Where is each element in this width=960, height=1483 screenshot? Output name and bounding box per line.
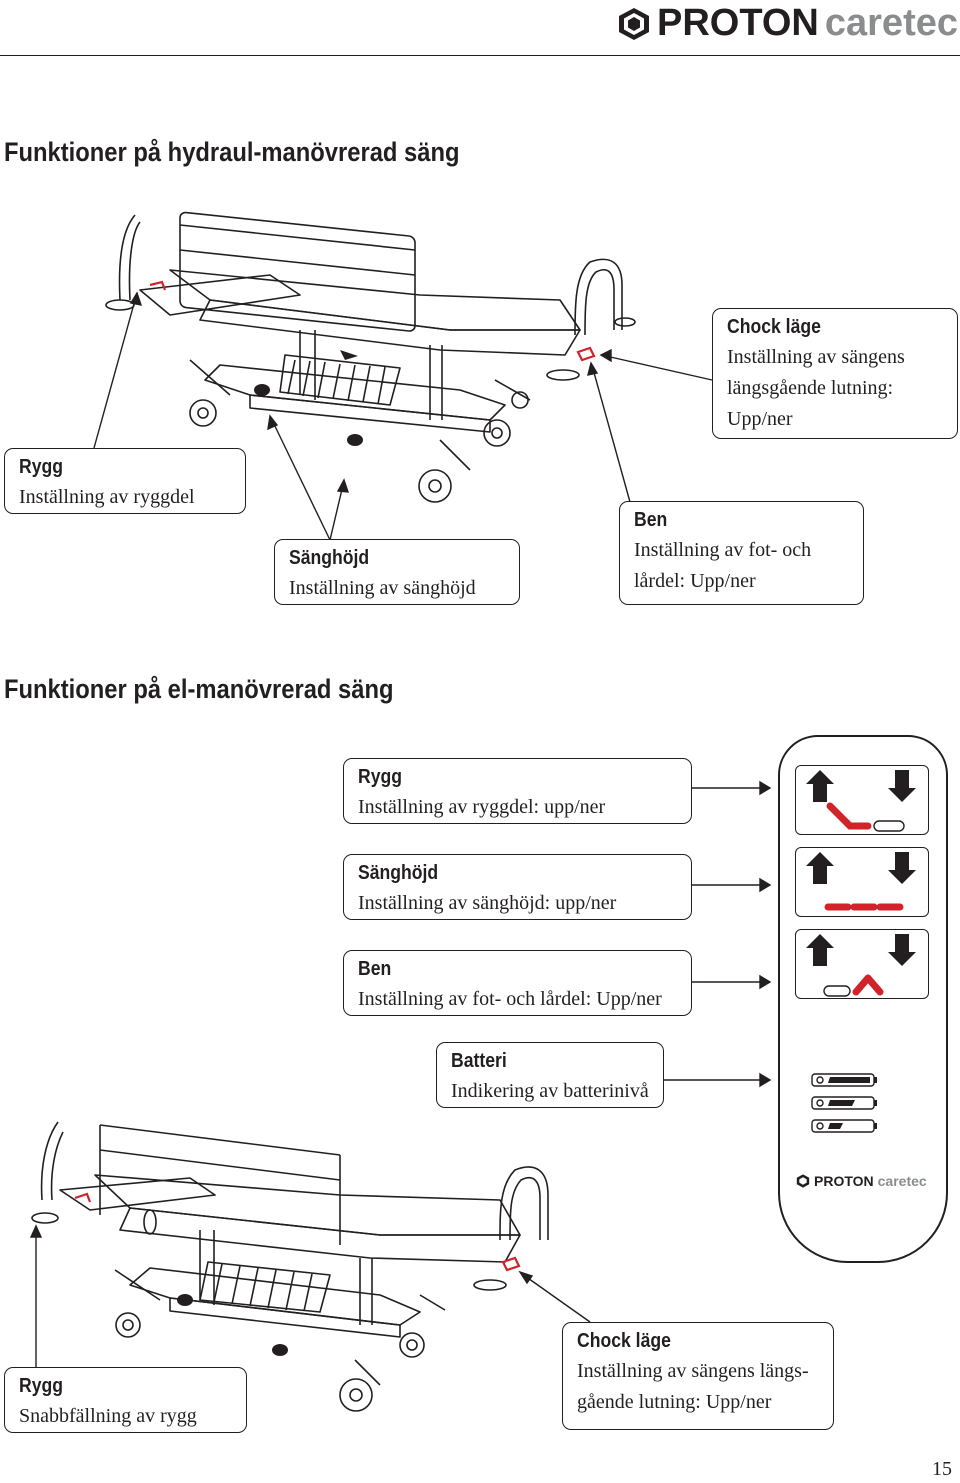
label-title: Ben xyxy=(634,509,668,531)
legrest-button[interactable] xyxy=(795,929,929,999)
label-title: Rygg xyxy=(19,456,63,478)
label-el-ben: Ben Inställning av fot- och lårdel: Upp/… xyxy=(343,950,692,1016)
label-el-sanghojd: Sänghöjd Inställning av sänghöjd: upp/ne… xyxy=(343,854,692,920)
label-line: Upp/ner xyxy=(727,408,793,430)
label-title: Sänghöjd xyxy=(289,547,370,569)
legrest-updown-icon xyxy=(806,934,916,997)
height-updown-icon xyxy=(806,852,916,911)
label-title: Ben xyxy=(358,958,392,980)
label-title: Chock läge xyxy=(577,1330,671,1352)
label-sanghojd: Sänghöjd Inställning av sänghöjd xyxy=(274,539,520,605)
proton-hexagon-icon xyxy=(796,1174,810,1188)
label-line: Inställning av fot- och xyxy=(634,539,812,561)
label-title: Batteri xyxy=(451,1050,507,1072)
hydraulic-bed-drawing xyxy=(105,211,636,503)
hand-control: PROTON caretec xyxy=(778,735,948,1263)
label-title: Sänghöjd xyxy=(358,862,439,884)
label-line: Inställning av fot- och lårdel: Upp/ner xyxy=(358,988,662,1010)
backrest-button[interactable] xyxy=(795,765,929,835)
label-snabbfallning: Rygg Snabbfällning av rygg xyxy=(4,1367,247,1433)
label-line: Inställning av ryggdel xyxy=(19,486,195,508)
label-line: Inställning av sängens xyxy=(727,346,905,368)
label-line: Snabbfällning av rygg xyxy=(19,1405,197,1427)
label-rygg: Rygg Inställning av ryggdel xyxy=(4,448,246,514)
page-number: 15 xyxy=(932,1458,952,1480)
label-el-rygg: Rygg Inställning av ryggdel: upp/ner xyxy=(343,758,692,824)
label-line: Indikering av batterinivå xyxy=(451,1080,649,1102)
label-line: Inställning av sänghöjd: upp/ner xyxy=(358,892,617,914)
remote-brand: PROTON xyxy=(814,1173,874,1189)
brand-logo: PROTON caretec xyxy=(617,2,958,45)
height-button[interactable] xyxy=(795,847,929,917)
label-title: Rygg xyxy=(358,766,402,788)
label-title: Chock läge xyxy=(727,316,821,338)
remote-brand-suffix: caretec xyxy=(877,1173,927,1189)
label-el-batteri: Batteri Indikering av batterinivå xyxy=(436,1042,664,1108)
proton-hexagon-icon xyxy=(619,7,649,40)
label-line: längsgående lutning: xyxy=(727,377,894,399)
section-title-hydraulic: Funktioner på hydraul-manövrerad säng xyxy=(4,137,460,167)
brand-name: PROTON xyxy=(657,2,819,44)
label-line: Inställning av sängens längs- xyxy=(577,1360,809,1382)
battery-indicator-icon xyxy=(811,1073,877,1133)
label-line: Inställning av ryggdel: upp/ner xyxy=(358,796,606,818)
label-el-chock-lage: Chock läge Inställning av sängens längs-… xyxy=(562,1322,834,1430)
label-ben: Ben Inställning av fot- och lårdel: Upp/… xyxy=(619,501,864,605)
backrest-updown-icon xyxy=(806,770,916,832)
label-title: Rygg xyxy=(19,1375,63,1397)
header-rule xyxy=(0,55,960,56)
remote-logo: PROTON caretec xyxy=(796,1173,927,1189)
section-title-electric: Funktioner på el-manövrerad säng xyxy=(4,674,394,704)
brand-suffix: caretec xyxy=(824,2,958,44)
label-line: gående lutning: Upp/ner xyxy=(577,1391,772,1413)
label-chock-lage: Chock läge Inställning av sängens längsg… xyxy=(712,308,958,439)
leader-lines-electric xyxy=(664,780,772,1088)
leader-lines-hydraulic xyxy=(93,291,713,541)
label-line: Inställning av sänghöjd xyxy=(289,577,476,599)
label-line: lårdel: Upp/ner xyxy=(634,570,756,592)
